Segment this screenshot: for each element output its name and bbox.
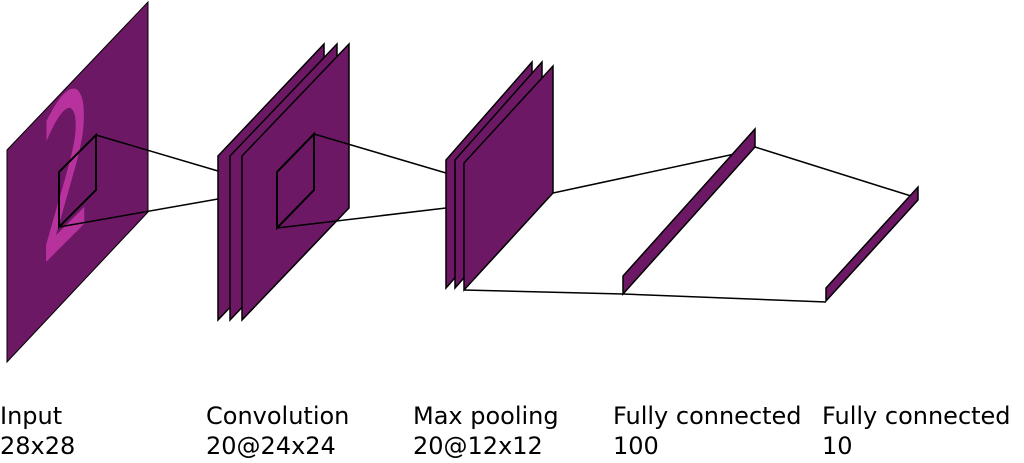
fc1-to-fc2-connectors [622,146,912,303]
convolution-layer [217,42,350,322]
convolution-layer-label: Convolution 20@24x24 [206,401,349,461]
fc2-bar [825,185,919,303]
convolution-layer-shape: 20@24x24 [206,432,336,460]
input-receptive-field [58,132,97,230]
fully-connected-100-shape: 100 [613,432,659,460]
fully-connected-100-label: Fully connected 100 [613,401,802,461]
input-layer-label: Input 28x28 [0,401,75,461]
input-to-conv-connectors [58,134,219,228]
max-pooling-layer-shape: 20@12x12 [413,432,543,460]
fully-connected-10-label: Fully connected 10 [822,401,1011,461]
input-layer: 2 [6,0,149,364]
input-layer-shape: 28x28 [0,432,76,460]
pool-to-fc1-connectors [463,151,745,295]
max-pooling-layer-label: Max pooling 20@12x12 [413,401,559,461]
conv-receptive-field [276,131,315,231]
conv-map-front [241,42,350,322]
convolution-layer-name: Convolution [206,402,350,430]
input-layer-name: Input [0,402,63,430]
max-pooling-layer [445,60,554,292]
fully-connected-100-name: Fully connected [613,402,802,430]
fully-connected-10-shape: 10 [822,432,853,460]
max-pooling-layer-name: Max pooling [413,402,559,430]
fully-connected-100-layer [622,127,756,296]
conv-to-pool-connectors [276,133,447,229]
fc1-bar [622,127,756,296]
fully-connected-10-name: Fully connected [822,402,1011,430]
input-digit: 2 [40,28,92,316]
fully-connected-10-layer [825,185,919,303]
